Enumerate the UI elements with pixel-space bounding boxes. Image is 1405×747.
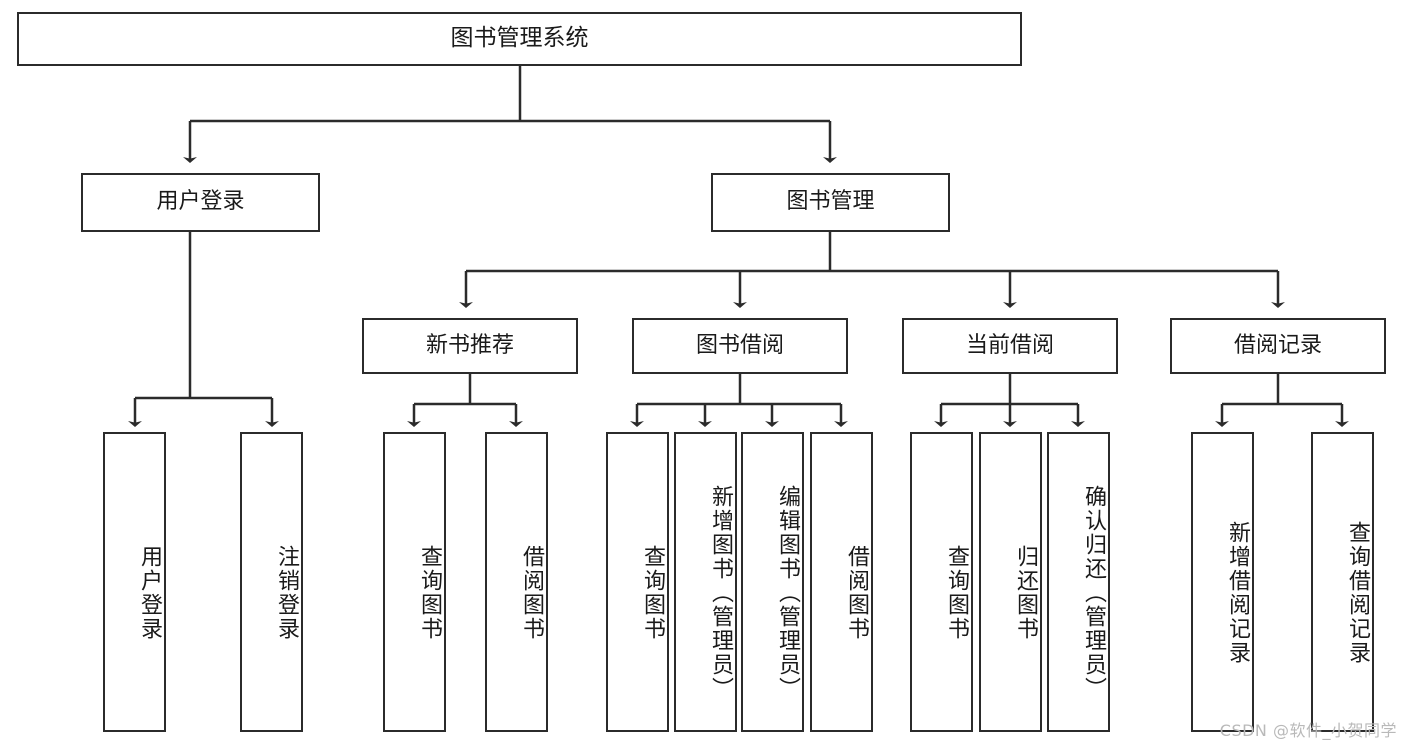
leaf-add-borrow-record[interactable]: 新增借阅记录 — [1191, 432, 1254, 732]
leaf-query-book-recommend[interactable]: 查询图书 — [383, 432, 446, 732]
node-book-borrow[interactable]: 图书借阅 — [632, 318, 848, 374]
leaf-query-borrow-record[interactable]: 查询借阅记录 — [1311, 432, 1374, 732]
node-book-management[interactable]: 图书管理 — [711, 173, 950, 232]
leaf-user-login[interactable]: 用户登录 — [103, 432, 166, 732]
leaf-query-book-current[interactable]: 查询图书 — [910, 432, 973, 732]
watermark: CSDN @软件_小贺同学 — [1219, 721, 1397, 740]
leaf-logout[interactable]: 注销登录 — [240, 432, 303, 732]
leaf-query-book-borrow[interactable]: 查询图书 — [606, 432, 669, 732]
leaf-borrow-book[interactable]: 借阅图书 — [810, 432, 873, 732]
leaf-borrow-book-recommend[interactable]: 借阅图书 — [485, 432, 548, 732]
node-borrow-record[interactable]: 借阅记录 — [1170, 318, 1386, 374]
node-current-borrow[interactable]: 当前借阅 — [902, 318, 1118, 374]
node-new-book-recommend[interactable]: 新书推荐 — [362, 318, 578, 374]
node-user-login[interactable]: 用户登录 — [81, 173, 320, 232]
node-root[interactable]: 图书管理系统 — [17, 12, 1022, 66]
leaf-confirm-return-admin[interactable]: 确认归还（管理员） — [1047, 432, 1110, 732]
leaf-return-book[interactable]: 归还图书 — [979, 432, 1042, 732]
leaf-add-book-admin[interactable]: 新增图书（管理员） — [674, 432, 737, 732]
leaf-edit-book-admin[interactable]: 编辑图书（管理员） — [741, 432, 804, 732]
